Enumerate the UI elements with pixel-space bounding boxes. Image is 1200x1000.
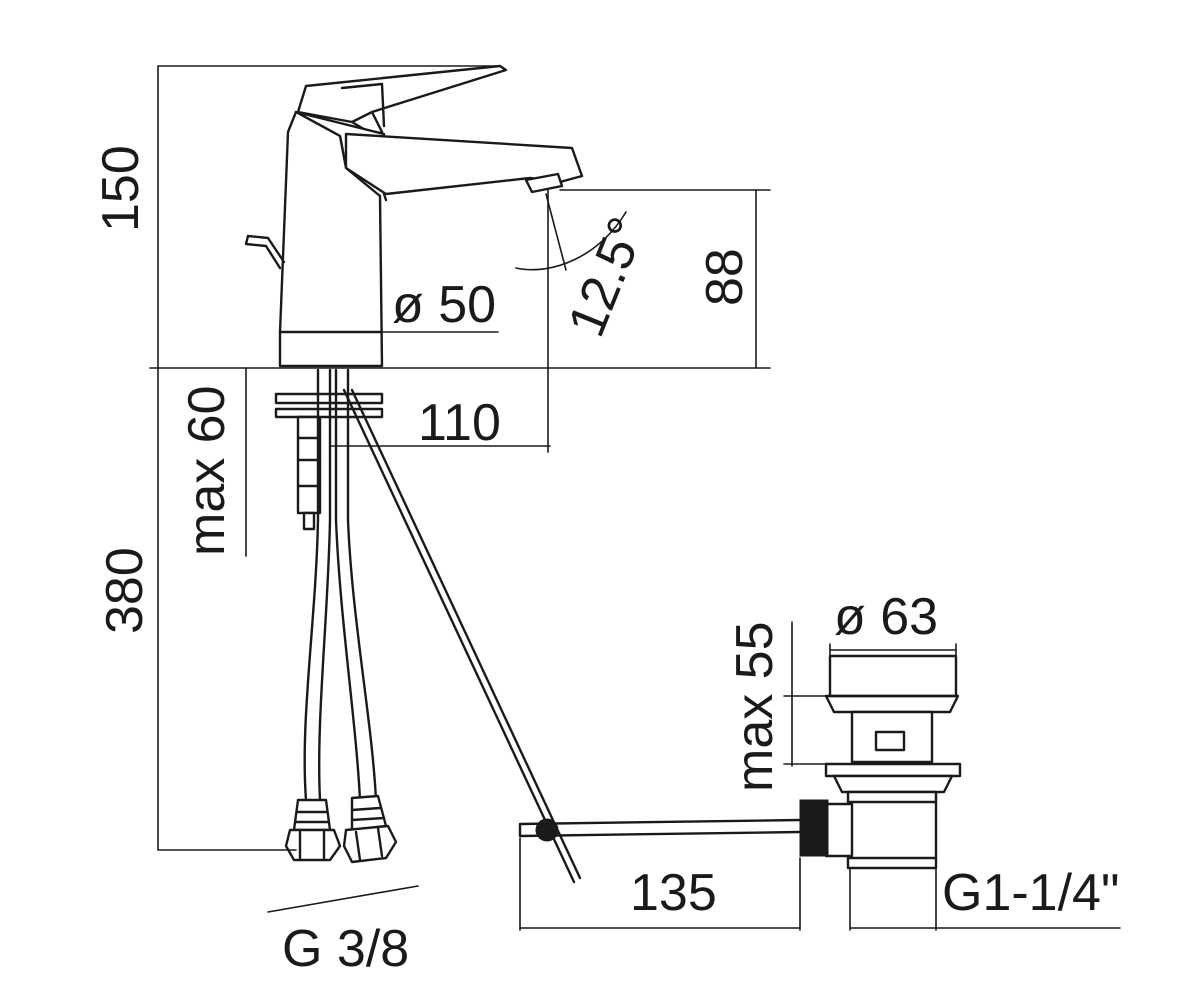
flex-hose-left — [303, 368, 332, 802]
label-spout-height: 88 — [696, 248, 754, 306]
waste-linkage — [518, 818, 802, 838]
dimension-lines — [149, 65, 1121, 931]
label-body-diameter: ø 50 — [392, 276, 496, 334]
aerator — [524, 172, 564, 194]
label-waste-thread: G1-1/4" — [942, 864, 1119, 922]
flex-hose-right — [334, 368, 378, 802]
dimension-labels: 150 88 12.5° ø 50 110 max 60 380 G 3/8 ø… — [92, 145, 1119, 978]
label-spout-angle: 12.5° — [557, 210, 656, 345]
label-waste-diameter: ø 63 — [834, 588, 938, 646]
faucet-body — [278, 110, 384, 368]
label-hose-length: 380 — [96, 547, 154, 634]
label-max-deck: max 60 — [178, 385, 236, 556]
label-height-top: 150 — [92, 145, 150, 232]
label-spout-reach: 110 — [418, 394, 501, 452]
label-max-basin: max 55 — [726, 621, 784, 792]
label-hose-connection: G 3/8 — [282, 920, 409, 978]
label-rod-length: 135 — [630, 864, 717, 922]
popup-rod — [342, 388, 582, 884]
under-counter-parts — [274, 368, 962, 884]
waste-assembly — [799, 654, 962, 870]
popup-knob — [244, 234, 286, 270]
faucet — [244, 64, 584, 368]
